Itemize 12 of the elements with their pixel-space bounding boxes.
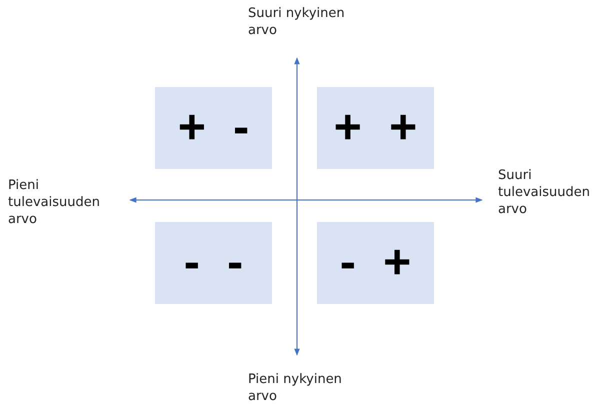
axis-label: Pieni tulevaisuuden arvo — [8, 178, 101, 229]
quadrant-box — [155, 222, 272, 304]
sign-symbols: - + — [340, 239, 412, 287]
sign-symbols: - - — [184, 239, 244, 287]
quadrant-box — [317, 87, 434, 169]
sign-symbols: + - — [178, 104, 250, 152]
axis-label: Pieni nykyinen arvo — [248, 372, 343, 406]
quadrant-box — [317, 222, 434, 304]
axis-label: Suuri tulevaisuuden arvo — [498, 168, 591, 219]
quadrant-box — [155, 87, 272, 169]
sign-symbols: + + — [334, 104, 418, 152]
axis-label: Suuri nykyinen arvo — [248, 6, 346, 40]
